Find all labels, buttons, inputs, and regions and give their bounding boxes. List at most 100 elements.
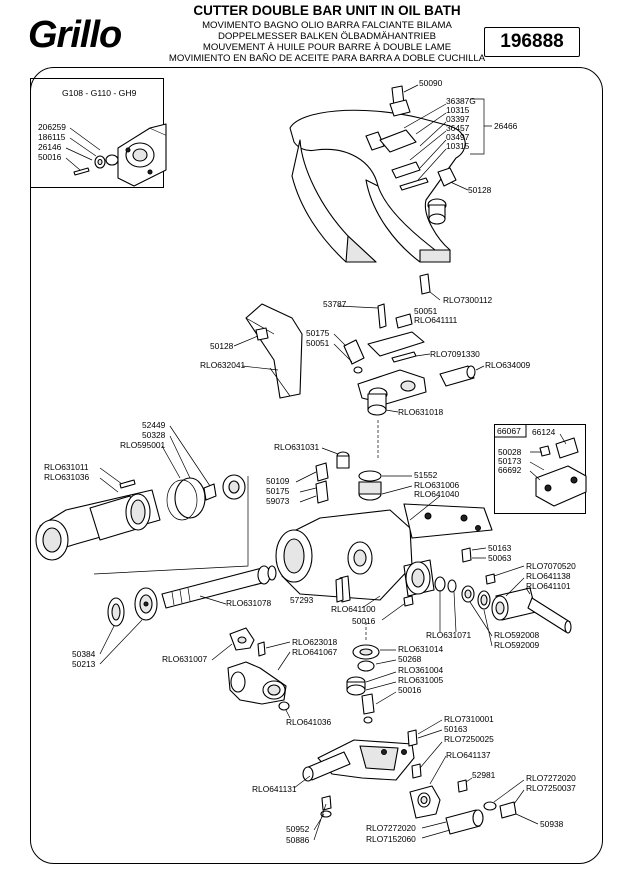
- label-51552: 51552: [414, 470, 438, 480]
- fork-assembly: [289, 84, 492, 301]
- inset-left-drawing: G108 - G110 - GH9 206259 186115 26146 50…: [38, 88, 167, 187]
- subtitle-spanish: MOVIMIENTO EN BAÑO DE ACEITE PARA BARRA …: [168, 53, 486, 64]
- subtitle-french: MOUVEMENT À HUILE POUR BARRE À DOUBLE LA…: [202, 42, 452, 53]
- label-RLO631036: RLO631036: [44, 472, 90, 482]
- label-50938: 50938: [540, 819, 564, 829]
- label-10315-b: 10315: [446, 141, 470, 151]
- drawing-frame: [30, 67, 603, 864]
- inset-right-drawing: 66067 66124 50028 50173 66692: [494, 424, 587, 507]
- label-RLO631007: RLO631007: [162, 654, 208, 664]
- lower-stack: RLO631014 50268 RLO361004 RLO631005 5001…: [346, 622, 444, 724]
- label-50952: 50952: [286, 824, 310, 834]
- labels-top: 50090 36387G 10315 03397 36457 03497 103…: [419, 78, 518, 305]
- label-50886: 50886: [286, 835, 310, 845]
- label-50051-b: 50051: [306, 338, 330, 348]
- label-RLO592009: RLO592009: [494, 640, 540, 650]
- middle-linkage: 53787 50051 RLO641111 50175 50051 RLO709…: [306, 299, 531, 458]
- label-50128-a: 50128: [468, 185, 492, 195]
- label-RLO631011: RLO631011: [44, 462, 89, 472]
- label-50175-a: 50175: [306, 328, 330, 338]
- label-RLO623018: RLO623018: [292, 637, 338, 647]
- label-52449: 52449: [142, 420, 166, 430]
- label-50328: 50328: [142, 430, 166, 440]
- label-52981: 52981: [472, 770, 496, 780]
- label-RLO641101: RLO641101: [526, 581, 571, 591]
- subtitle-german: DOPPELMESSER BALKEN ÖLBADMÄHANTRIEB: [217, 31, 437, 42]
- label-50175-b: 50175: [266, 486, 290, 496]
- label-26146: 26146: [38, 142, 62, 152]
- label-50051-a: 50051: [414, 306, 438, 316]
- label-RLO7091330: RLO7091330: [430, 349, 480, 359]
- label-RLO641131: RLO641131: [252, 784, 297, 794]
- label-50384: 50384: [72, 649, 96, 659]
- label-03497: 03497: [446, 132, 470, 142]
- inset-right-code: 66067: [497, 426, 521, 436]
- inset-left-title: G108 - G110 - GH9: [62, 88, 137, 98]
- label-RLO7250025: RLO7250025: [444, 734, 494, 744]
- brand-name: Grillo: [28, 14, 121, 54]
- label-RLO595001: RLO595001: [120, 440, 166, 450]
- label-RLO7310001: RLO7310001: [444, 714, 494, 724]
- label-RLO631014: RLO631014: [398, 644, 444, 654]
- label-50213: 50213: [72, 659, 96, 669]
- label-50016-inset: 50016: [38, 152, 62, 162]
- header: Grillo CUTTER DOUBLE BAR UNIT IN OIL BAT…: [0, 0, 620, 66]
- label-RLO641040: RLO641040: [414, 489, 460, 499]
- label-50268: 50268: [398, 654, 422, 664]
- output-shaft: RLO7070520 RLO641138 RLO641101 RLO631071…: [426, 561, 576, 650]
- inset-right-box: [494, 424, 586, 514]
- label-RLO7272020-a: RLO7272020: [526, 773, 576, 783]
- label-RLO641138: RLO641138: [526, 571, 571, 581]
- label-50016-a: 50016: [352, 616, 376, 626]
- label-RLO7300112: RLO7300112: [443, 295, 493, 305]
- page-title: CUTTER DOUBLE BAR UNIT IN OIL BATH: [193, 3, 461, 18]
- label-RLO641100: RLO641100: [331, 604, 376, 614]
- label-RLO631031: RLO631031: [274, 442, 320, 452]
- label-50063: 50063: [488, 553, 512, 563]
- label-RLO632041: RLO632041: [200, 360, 246, 370]
- label-50163-a: 50163: [488, 543, 512, 553]
- drive-shaft: RLO631078 50384 50213: [72, 565, 277, 669]
- label-57293: 57293: [290, 595, 314, 605]
- label-RLO631005: RLO631005: [398, 675, 444, 685]
- label-RLO641137: RLO641137: [446, 750, 491, 760]
- label-59073: 59073: [266, 496, 290, 506]
- label-RLO7250037: RLO7250037: [526, 783, 576, 793]
- label-50090: 50090: [419, 78, 443, 88]
- label-50016-b: 50016: [398, 685, 422, 695]
- label-26466: 26466: [494, 121, 518, 131]
- label-RLO641111: RLO641111: [414, 315, 458, 325]
- label-10315-a: 10315: [446, 105, 470, 115]
- label-RLO592008: RLO592008: [494, 630, 540, 640]
- label-206259: 206259: [38, 122, 66, 132]
- label-53787: 53787: [323, 299, 347, 309]
- label-RLO631006: RLO631006: [414, 480, 460, 490]
- label-RLO7152060: RLO7152060: [366, 834, 416, 844]
- crank-assembly: RLO631007 RLO623018 RLO641067 RLO641036: [162, 627, 338, 727]
- label-66692: 66692: [498, 465, 522, 475]
- label-RLO361004: RLO361004: [398, 665, 444, 675]
- label-RLO7272020-b: RLO7272020: [366, 823, 416, 833]
- mount-plate: RLO7310001 50163 RLO7250025 RLO641137 52…: [252, 714, 576, 845]
- drawing-code: 196888: [484, 27, 580, 57]
- label-50173: 50173: [498, 456, 522, 466]
- label-50163-b: 50163: [444, 724, 468, 734]
- label-50028: 50028: [498, 447, 522, 457]
- label-36457: 36457: [446, 123, 470, 133]
- left-sleeve-assembly: 52449 50328 RLO595001 RLO631011 RLO63103…: [35, 420, 249, 575]
- label-50109: 50109: [266, 476, 290, 486]
- label-50128-b: 50128: [210, 341, 234, 351]
- label-RLO631071: RLO631071: [426, 630, 472, 640]
- label-RLO631078: RLO631078: [226, 598, 272, 608]
- label-03397: 03397: [446, 114, 470, 124]
- label-36387G: 36387G: [446, 96, 476, 106]
- label-186115: 186115: [38, 132, 66, 142]
- label-66124: 66124: [532, 427, 556, 437]
- label-RLO631018: RLO631018: [398, 407, 444, 417]
- bracket-plate: 50128 RLO632041: [200, 303, 303, 399]
- subtitle-italian: MOVIMENTO BAGNO OLIO BARRA FALCIANTE BIL…: [202, 20, 452, 31]
- label-RLO634009: RLO634009: [485, 360, 531, 370]
- label-RLO7070520: RLO7070520: [526, 561, 576, 571]
- label-RLO641067: RLO641067: [292, 647, 338, 657]
